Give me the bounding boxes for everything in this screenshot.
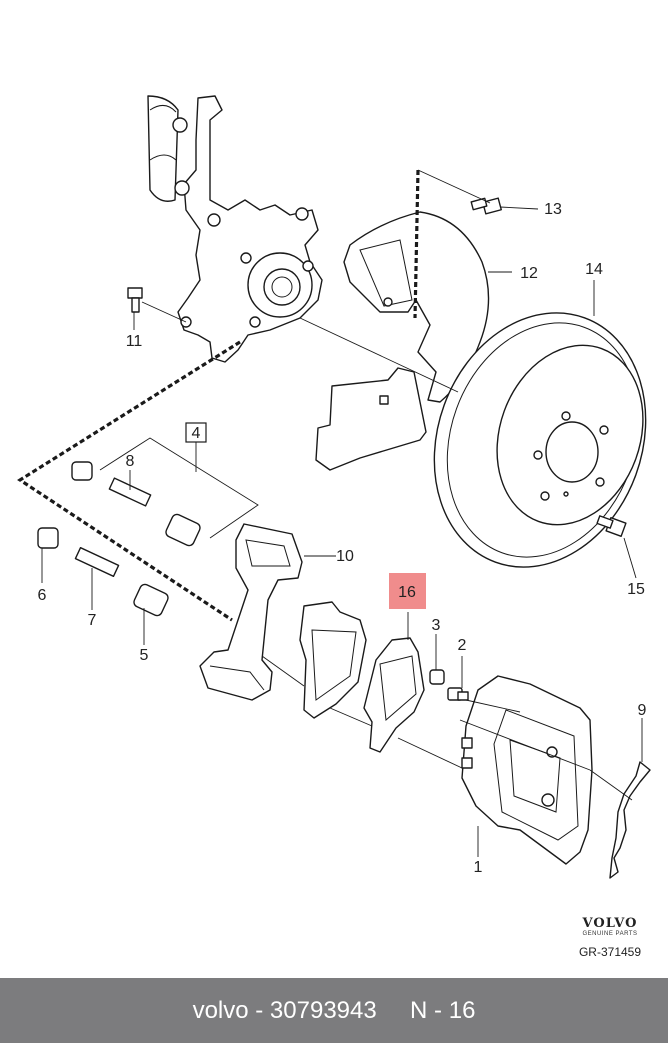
diagram-id: GR-371459: [578, 945, 642, 959]
callout-9: 9: [638, 702, 647, 719]
bolt-13: [470, 197, 502, 215]
caliper-bracket: [199, 523, 303, 701]
callout-16: 16: [398, 584, 416, 601]
brake-disc: [433, 312, 647, 568]
callout-10: 10: [336, 548, 354, 565]
kit-4-bracket: [99, 437, 259, 539]
dashed-guide-right: [413, 169, 420, 319]
guide-pin-8: [71, 461, 201, 547]
bolt-15: [596, 515, 627, 538]
callout-4: 4: [192, 425, 201, 442]
callout-15: 15: [627, 581, 645, 598]
callout-7: 7: [88, 612, 97, 629]
callout-1: 1: [474, 859, 483, 876]
retaining-spring-9: [609, 761, 651, 879]
guide-pin-lower: [37, 527, 169, 617]
footer-bar: volvo - 30793943 N - 16: [0, 978, 668, 1043]
callout-3: 3: [432, 617, 441, 634]
callout-14: 14: [585, 261, 603, 278]
callout-2: 2: [458, 637, 467, 654]
volvo-logo: VOLVO: [582, 916, 638, 931]
pad-shim: [315, 367, 427, 471]
bolt-11: [127, 287, 143, 313]
caliper-housing: [461, 675, 593, 865]
steering-knuckle: [147, 95, 323, 363]
splash-shield: [343, 211, 490, 403]
callout-8: 8: [126, 453, 135, 470]
callout-13: 13: [544, 201, 562, 218]
kit-box-4: [185, 422, 207, 443]
callout-11: 11: [126, 333, 143, 350]
brake-pad-outer: [299, 601, 367, 719]
leader-lines: [41, 169, 643, 857]
highlight-box-16: [389, 573, 426, 609]
brake-assembly-diagram: 1 2 3 4 5 6 7 8 9 10 11 12 13 14 15 16: [17, 95, 651, 879]
dashed-guide-left: [17, 340, 241, 622]
brake-pad-16: [363, 637, 425, 753]
volvo-logo-subtext: GENUINE PARTS: [582, 931, 638, 937]
bleed-screw-2: [447, 687, 469, 701]
bleed-cap-3: [429, 669, 445, 685]
footer-text: volvo - 30793943 N - 16: [192, 996, 476, 1024]
callout-6: 6: [38, 587, 47, 604]
callout-5: 5: [140, 647, 149, 664]
callout-12: 12: [520, 265, 538, 282]
